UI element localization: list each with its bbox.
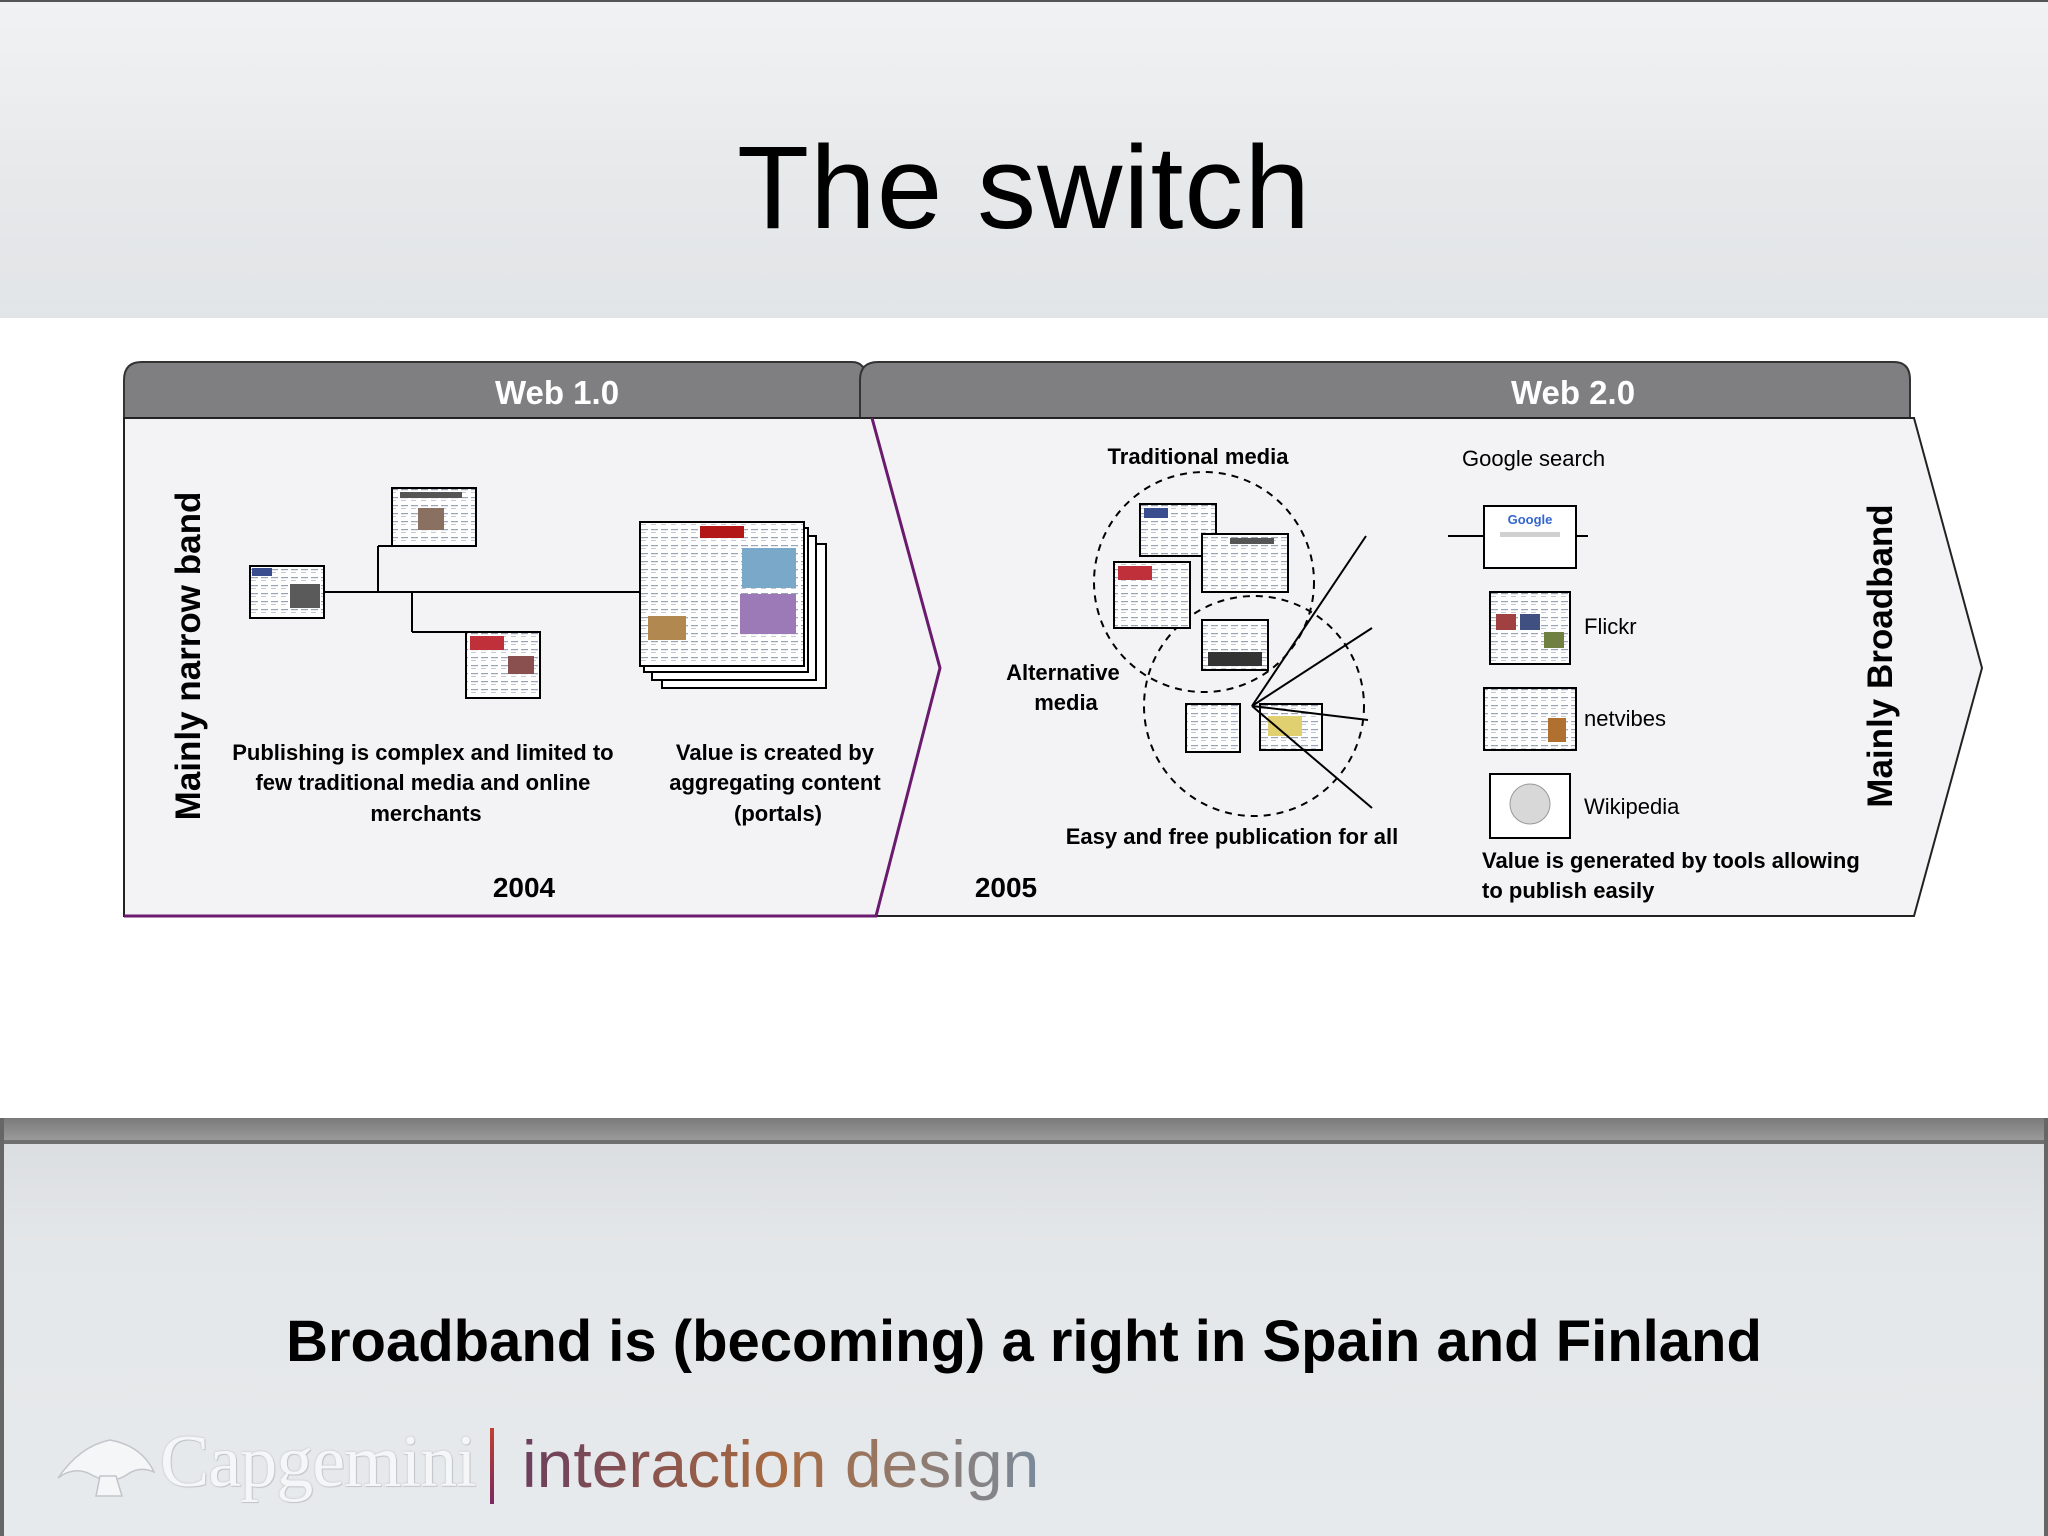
footer-edge-right — [2044, 1118, 2048, 1536]
slide-title: The switch — [737, 122, 1311, 254]
web2-header-label: Web 2.0 — [1511, 374, 1635, 411]
google-search-label: Google search — [1462, 446, 1605, 471]
svg-text:Google: Google — [1508, 512, 1553, 527]
alt-media-thumb-2 — [1185, 703, 1241, 753]
footer-strip — [0, 1118, 2048, 1140]
yahoo-portal-thumb — [639, 521, 805, 667]
alternative-media-label: Alternative media — [1006, 660, 1126, 715]
web1-header-label: Web 1.0 — [495, 374, 619, 411]
logo-divider — [490, 1428, 494, 1504]
netvibes-label: netvibes — [1584, 706, 1666, 731]
logo-tagline: interaction design — [522, 1427, 1040, 1501]
web2-side-label: Mainly Broadband — [1861, 504, 1900, 807]
web2-year: 2005 — [975, 872, 1037, 903]
web1-arrow-edge — [124, 417, 942, 918]
web1-caption-right: Value is created by aggregating content … — [669, 740, 887, 826]
traditional-media-circle — [1093, 471, 1315, 693]
web1-year: 2004 — [493, 872, 556, 903]
title-band — [0, 0, 2048, 318]
wikipedia-label: Wikipedia — [1584, 794, 1680, 819]
web1-caption-left: Publishing is complex and limited to few… — [232, 740, 620, 826]
logo-brand-text: Capgemini — [160, 1421, 477, 1503]
web1-tree — [324, 545, 642, 633]
spade-icon — [57, 1439, 156, 1497]
footer-edge-left — [0, 1118, 4, 1536]
flickr-label: Flickr — [1584, 614, 1637, 639]
traditional-media-label: Traditional media — [1108, 444, 1290, 469]
web-evolution-diagram: Web 1.0 Web 2.0 Mainly narrow band Publi… — [123, 361, 1984, 918]
publication-rays — [1251, 535, 1373, 809]
web2-caption: Value is generated by tools allowing to … — [1482, 848, 1866, 903]
footer-divider — [4, 1140, 2044, 1144]
easy-publication-label: Easy and free publication for all — [1066, 824, 1399, 849]
web2-header-bar — [859, 361, 1911, 419]
web1-side-label: Mainly narrow band — [169, 492, 208, 821]
footer-statement: Broadband is (becoming) a right in Spain… — [286, 1309, 1762, 1374]
capgemini-logo: Capgemini interaction design — [50, 1418, 1050, 1508]
footer-band — [0, 1118, 2048, 1536]
alternative-media-circle — [1143, 595, 1365, 817]
